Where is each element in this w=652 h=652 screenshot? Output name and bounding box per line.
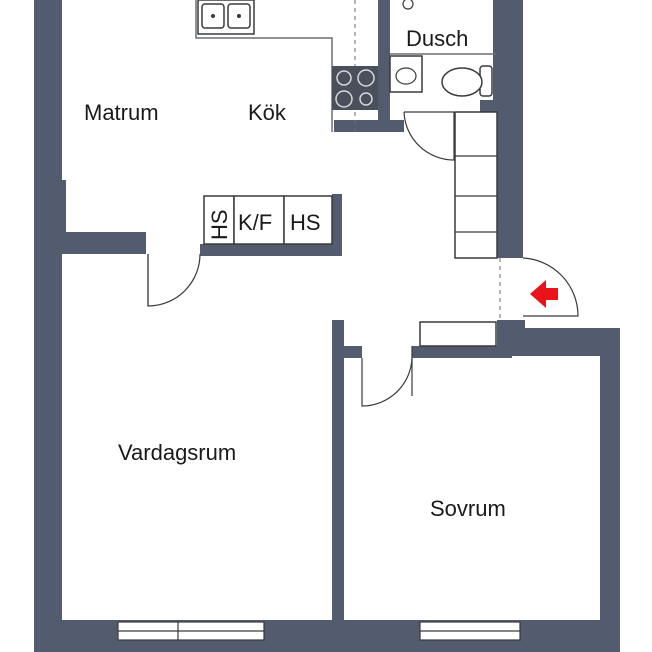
storage-label-hs-left: HS xyxy=(207,209,232,240)
room-label-sovrum: Sovrum xyxy=(430,496,506,521)
outer-wall-right-lower xyxy=(600,328,620,652)
room-label-kok: Kök xyxy=(248,100,287,125)
windows xyxy=(117,621,521,641)
living-room-door xyxy=(147,253,201,307)
walls xyxy=(34,0,620,652)
bedroom-door xyxy=(361,357,413,407)
storage-label-kf: K/F xyxy=(238,210,272,235)
outer-wall-right-upper xyxy=(493,0,523,258)
storage-hs-left xyxy=(203,195,235,245)
wall-bedroom-top xyxy=(497,328,620,356)
wall-hall-bedroom xyxy=(412,346,512,358)
wall-bath-left xyxy=(378,0,390,132)
outer-wall-left xyxy=(34,0,62,652)
bathroom-fixtures xyxy=(389,0,496,161)
storage-units xyxy=(203,195,333,245)
entrance-arrow-icon xyxy=(530,280,558,308)
wall-living-bedroom xyxy=(332,320,344,620)
kitchen-fixtures xyxy=(195,0,378,132)
bathroom-door xyxy=(403,111,455,161)
wall-dining-step xyxy=(62,180,66,234)
hall-shelf xyxy=(419,321,497,347)
wall-living-top-right xyxy=(200,244,342,256)
room-label-dusch: Dusch xyxy=(406,26,468,51)
wall-bedroom-top-left xyxy=(332,346,362,358)
room-label-vardagsrum: Vardagsrum xyxy=(118,440,236,465)
wall-bath-bottom xyxy=(334,120,404,132)
wall-storage-right xyxy=(332,194,342,256)
wall-living-top-left xyxy=(62,232,146,254)
washbasin-icon xyxy=(389,55,423,93)
hall-wardrobe xyxy=(454,111,498,259)
storage-hs-right xyxy=(283,195,333,245)
sink-icon xyxy=(197,0,255,35)
toilet-icon xyxy=(441,65,493,97)
wall-bath-bottom-right xyxy=(480,100,498,112)
entrance-door xyxy=(522,257,579,317)
doors xyxy=(147,253,579,407)
shower-head-icon xyxy=(402,0,414,10)
storage-label-hs-right: HS xyxy=(290,210,321,235)
room-label-matrum: Matrum xyxy=(84,100,159,125)
stove-icon xyxy=(332,66,378,110)
